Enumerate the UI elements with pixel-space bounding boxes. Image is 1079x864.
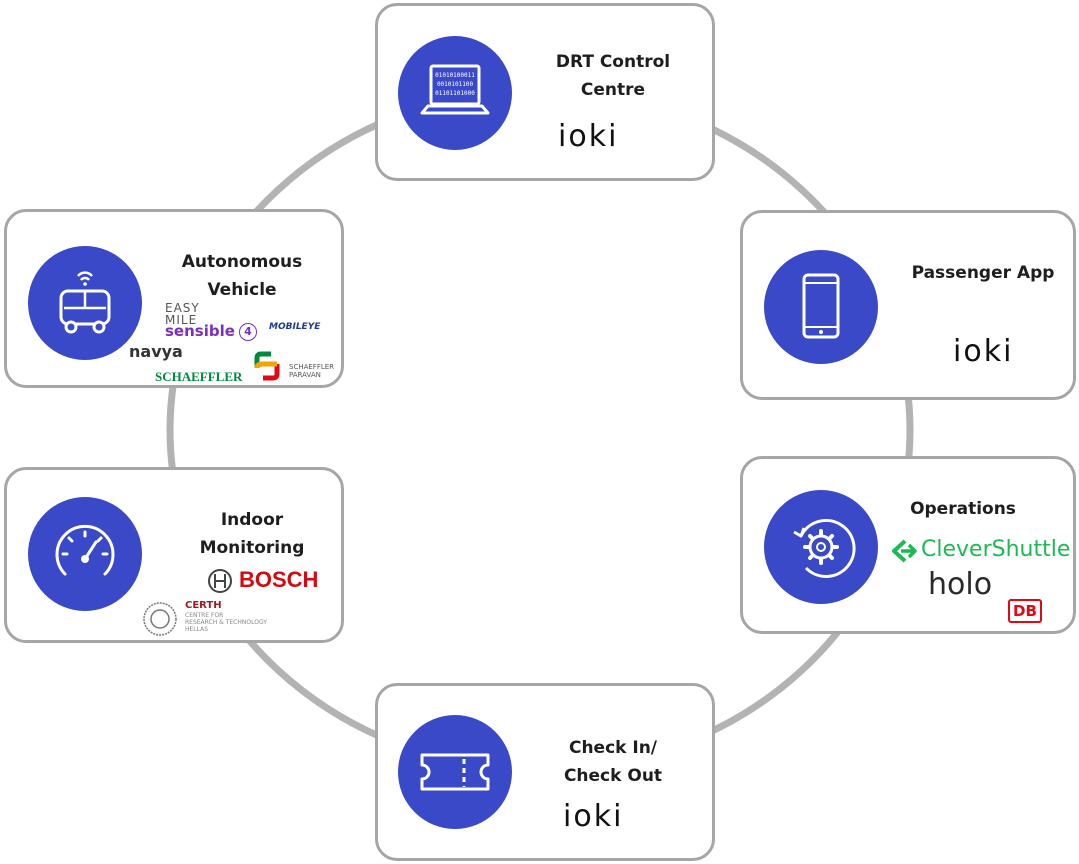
indoor-title: Indoor Monitoring [199, 510, 305, 558]
drt-title: DRT Control Centre [555, 52, 671, 100]
certh-logo: CERTH [185, 600, 222, 611]
node-passenger-app: Passenger App ioki [740, 210, 1076, 400]
gear-cycle-icon [793, 518, 856, 578]
ioki-logo: ioki [558, 119, 619, 154]
passenger-title: Passenger App [911, 263, 1055, 283]
ioki-logo: ioki [563, 799, 624, 834]
node-check-in-check-out: Check In/ Check Out ioki [375, 683, 715, 861]
autonomous-title: Autonomous Vehicle [181, 252, 303, 300]
checkin-icon-circle [398, 715, 512, 829]
screen-line-1: 01010100011 [435, 72, 475, 79]
schaeffler-paravan-logo: SCHAEFFLER PARAVAN [289, 363, 335, 379]
easymile-logo: EASY MILE [165, 301, 200, 327]
schaeffler-logo: SCHAEFFLER [155, 369, 243, 384]
bosch-logo: BOSCH [239, 567, 319, 592]
bosch-armature-icon [208, 569, 232, 593]
speedometer-icon [55, 524, 115, 576]
operations-icon-circle [764, 490, 878, 604]
ioki-logo: ioki [953, 334, 1014, 369]
ticket-icon [420, 753, 490, 791]
node-drt-control-centre: 01010100011 0010101100 01101101000 DRT C… [375, 3, 715, 181]
operations-title: Operations [910, 499, 1016, 519]
certh-subtitle: CENTRE FOR RESEARCH & TECHNOLOGY HELLAS [185, 612, 267, 633]
indoor-icon-circle [28, 497, 142, 611]
node-indoor-monitoring: Indoor Monitoring BOSCH CERTH CENTRE FOR… [4, 467, 344, 643]
drt-icon-circle: 01010100011 0010101100 01101101000 [398, 36, 512, 150]
shuttle-icon [59, 271, 111, 334]
passenger-icon-circle [764, 250, 878, 364]
mobileye-logo: MOBILEYE [269, 322, 321, 332]
certh-emblem-icon [143, 602, 177, 636]
navya-logo: navya [129, 342, 183, 361]
autonomous-icon-circle [28, 246, 142, 360]
node-autonomous-vehicle: Autonomous Vehicle EASY MILE sensible 4 … [4, 209, 344, 388]
schaeffler-paravan-icon [254, 351, 280, 381]
laptop-icon: 01010100011 0010101100 01101101000 [420, 64, 490, 115]
db-logo: DB [1008, 599, 1042, 623]
screen-line-2: 0010101100 [437, 81, 474, 88]
holo-logo: holo [928, 567, 993, 602]
clevershuttle-icon [892, 539, 917, 563]
sensible-logo: sensible [165, 322, 235, 340]
sensible-4-badge: 4 [239, 323, 257, 341]
smartphone-icon [802, 273, 840, 339]
clevershuttle-logo: CleverShuttle [921, 537, 1071, 562]
screen-line-3: 01101101000 [435, 90, 475, 97]
node-operations: Operations CleverShuttle holo DB [740, 456, 1076, 634]
checkin-title: Check In/ Check Out [563, 738, 663, 786]
